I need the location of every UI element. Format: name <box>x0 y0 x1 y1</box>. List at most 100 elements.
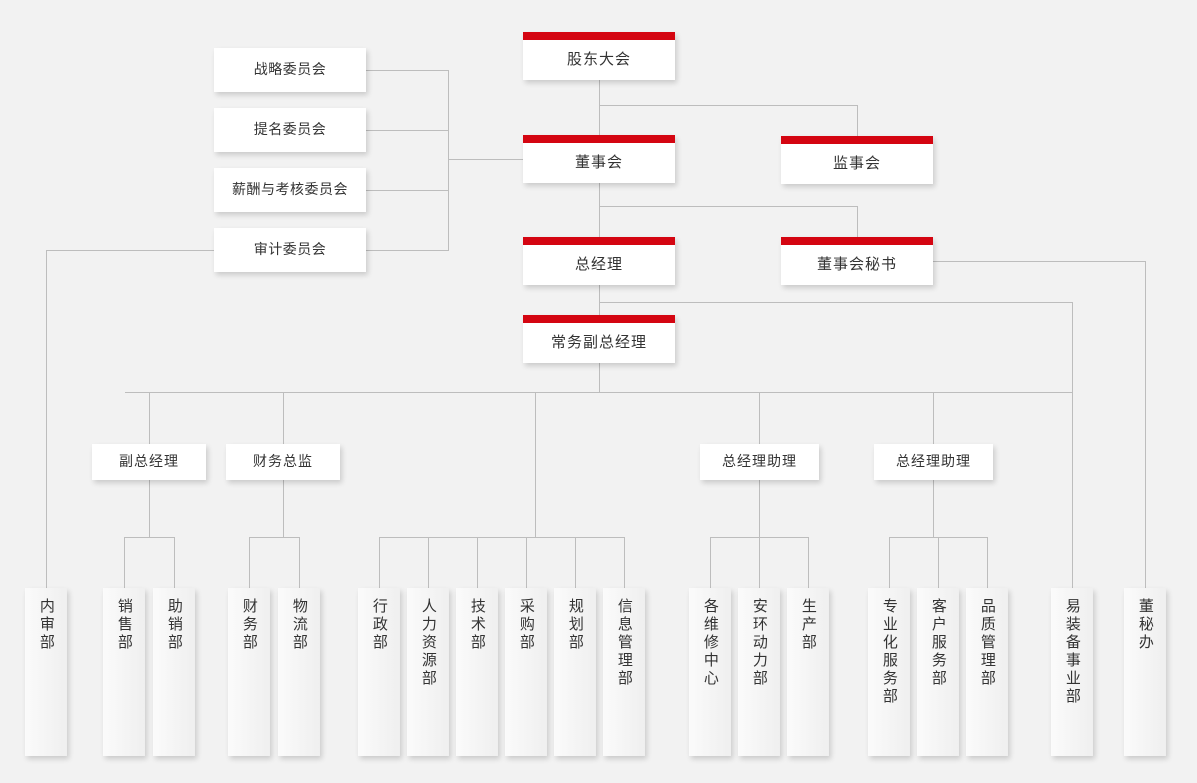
dept-label: 财务部 <box>240 598 258 652</box>
dept-label: 各维修中心 <box>701 598 719 688</box>
node-label: 战略委员会 <box>253 61 327 78</box>
dept-label: 品质管理部 <box>978 598 996 688</box>
connector-bus-to-admin-group <box>535 392 536 537</box>
connector-assistant2-down <box>933 480 934 537</box>
connector-to-gm <box>599 206 600 237</box>
dept-customer-service[interactable]: 客户服务部 <box>917 588 959 756</box>
node-label: 董事会 <box>574 153 623 171</box>
node-board-of-directors[interactable]: 董事会 <box>523 135 675 183</box>
dept-label: 易装备事业部 <box>1063 598 1081 706</box>
dept-finance[interactable]: 财务部 <box>228 588 270 756</box>
red-accent-bar <box>781 136 933 144</box>
connector-deputy-down <box>599 363 600 393</box>
dept-sales-support[interactable]: 助销部 <box>153 588 195 756</box>
node-cfo[interactable]: 财务总监 <box>226 444 340 480</box>
dept-label: 安环动力部 <box>750 598 768 688</box>
connector-audit-to-left <box>46 250 215 251</box>
connector-assistant1-down <box>759 480 760 537</box>
dept-planning[interactable]: 规划部 <box>554 588 596 756</box>
node-committee-strategy[interactable]: 战略委员会 <box>214 48 366 92</box>
dept-label: 客户服务部 <box>929 598 947 688</box>
node-gm-assistant-2[interactable]: 总经理助理 <box>874 444 993 480</box>
node-label: 总经理助理 <box>722 453 797 470</box>
connector-to-hr-dept <box>428 537 429 588</box>
node-board-secretary[interactable]: 董事会秘书 <box>781 237 933 285</box>
dept-label: 专业化服务部 <box>880 598 898 706</box>
node-general-manager[interactable]: 总经理 <box>523 237 675 285</box>
connector-deputy-right-bus <box>599 302 1073 303</box>
red-accent-bar <box>523 135 675 143</box>
connector-to-admin-dept <box>379 537 380 588</box>
dept-label: 销售部 <box>115 598 133 652</box>
dept-human-resources[interactable]: 人力资源部 <box>407 588 449 756</box>
node-label: 董事会秘书 <box>816 255 897 273</box>
node-deputy-general-manager[interactable]: 副总经理 <box>92 444 206 480</box>
connector-to-sales-dept <box>124 537 125 588</box>
dept-sales[interactable]: 销售部 <box>103 588 145 756</box>
node-executive-deputy-gm[interactable]: 常务副总经理 <box>523 315 675 363</box>
connector-to-info-dept <box>624 537 625 588</box>
dept-professional-service[interactable]: 专业化服务部 <box>868 588 910 756</box>
connector-yizhuangbei-drop-upper <box>1072 302 1073 393</box>
connector-committee-compensation <box>366 190 449 191</box>
connector-to-finance-dept <box>249 537 250 588</box>
dept-label: 采购部 <box>517 598 535 652</box>
connector-shareholders-down <box>599 80 600 106</box>
dept-production[interactable]: 生产部 <box>787 588 829 756</box>
dept-label: 董秘办 <box>1136 598 1154 652</box>
connector-committee-nomination <box>366 130 449 131</box>
dept-yizhuangbei-business-unit[interactable]: 易装备事业部 <box>1051 588 1093 756</box>
connector-to-sales-support-dept <box>174 537 175 588</box>
node-shareholders-meeting[interactable]: 股东大会 <box>523 32 675 80</box>
node-committee-compensation[interactable]: 薪酬与考核委员会 <box>214 168 366 212</box>
dept-maintenance-centers[interactable]: 各维修中心 <box>689 588 731 756</box>
red-accent-bar <box>523 315 675 323</box>
dept-label: 人力资源部 <box>419 598 437 688</box>
dept-internal-audit[interactable]: 内审部 <box>25 588 67 756</box>
connector-board-down <box>599 183 600 207</box>
connector-committee-strategy <box>366 70 449 71</box>
dept-quality-management[interactable]: 品质管理部 <box>966 588 1008 756</box>
dept-administration[interactable]: 行政部 <box>358 588 400 756</box>
node-label: 常务副总经理 <box>550 333 647 351</box>
dept-label: 信息管理部 <box>615 598 633 688</box>
dept-information-management[interactable]: 信息管理部 <box>603 588 645 756</box>
connector-to-planning-dept <box>575 537 576 588</box>
node-board-of-supervisors[interactable]: 监事会 <box>781 136 933 184</box>
connector-to-production-dept <box>808 537 809 588</box>
dept-technology[interactable]: 技术部 <box>456 588 498 756</box>
connector-to-customer-service-dept <box>938 537 939 588</box>
connector-to-safety-dept <box>759 537 760 588</box>
dept-label: 规划部 <box>566 598 584 652</box>
node-gm-assistant-1[interactable]: 总经理助理 <box>700 444 819 480</box>
node-label: 副总经理 <box>119 453 179 470</box>
connector-finance-group-bus <box>249 537 300 538</box>
node-committee-audit[interactable]: 审计委员会 <box>214 228 366 272</box>
connector-internal-audit-drop <box>46 250 47 588</box>
red-accent-bar <box>781 237 933 245</box>
connector-to-quality-dept <box>987 537 988 588</box>
node-label: 总经理 <box>574 255 623 273</box>
connector-bus-to-cfo <box>283 392 284 444</box>
red-accent-bar <box>523 237 675 245</box>
connector-to-board-secretary <box>857 206 858 237</box>
connector-to-maintenance-dept <box>710 537 711 588</box>
dept-logistics[interactable]: 物流部 <box>278 588 320 756</box>
node-committee-nomination[interactable]: 提名委员会 <box>214 108 366 152</box>
connector-secretary-right <box>933 261 1145 262</box>
connector-committee-audit <box>366 250 449 251</box>
dept-purchasing[interactable]: 采购部 <box>505 588 547 756</box>
dept-label: 物流部 <box>290 598 308 652</box>
node-label: 总经理助理 <box>896 453 971 470</box>
connector-bus-to-assistant-2 <box>933 392 934 444</box>
connector-cfo-down <box>283 480 284 537</box>
dept-safety-environment-power[interactable]: 安环动力部 <box>738 588 780 756</box>
connector-to-board <box>599 105 600 135</box>
connector-to-purchase-dept <box>526 537 527 588</box>
connector-to-prof-service-dept <box>889 537 890 588</box>
connector-to-tech-dept <box>477 537 478 588</box>
connector-yizhuangbei-drop-lower <box>1072 392 1073 588</box>
dept-board-secretary-office[interactable]: 董秘办 <box>1124 588 1166 756</box>
node-label: 监事会 <box>832 154 881 172</box>
